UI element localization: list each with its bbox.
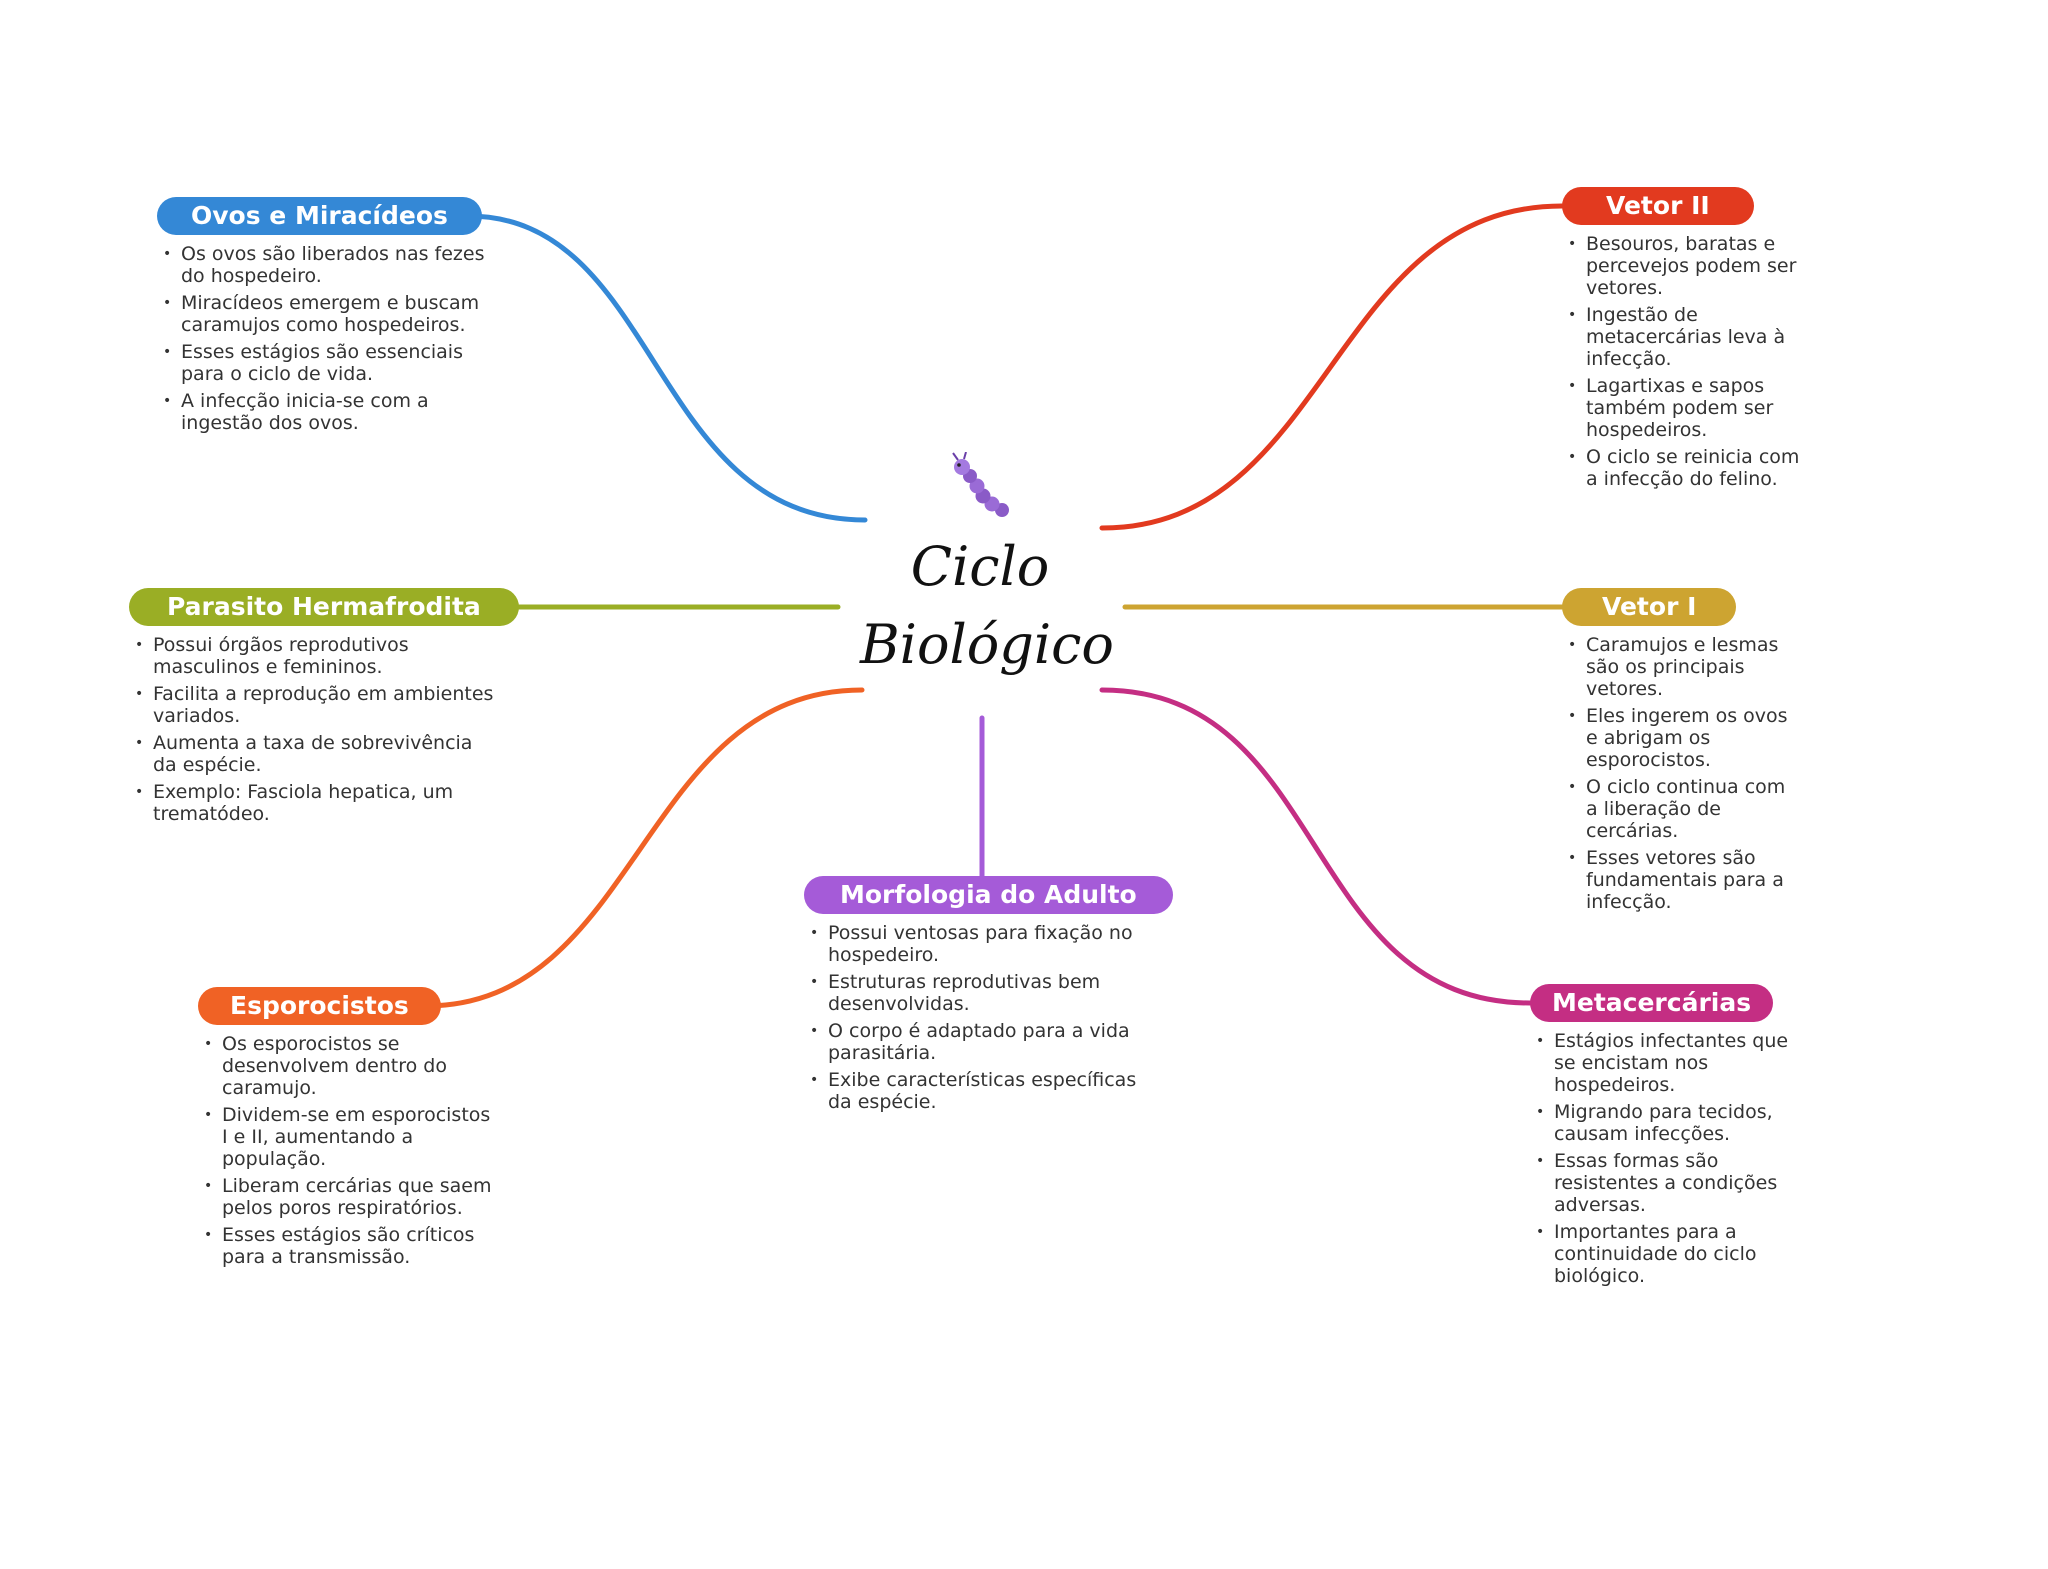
connector-vetor2 <box>1099 203 1565 531</box>
central-title-line1: Ciclo <box>910 535 1050 598</box>
branch-title-parasito[interactable]: Parasito Hermafrodita <box>129 588 519 626</box>
branch-title-vetor1[interactable]: Vetor I <box>1562 588 1737 626</box>
list-item: Besouros, baratas e percevejos podem ser… <box>1562 233 1812 299</box>
central-topic: Ciclo Biológico <box>860 452 1114 700</box>
list-item: Caramujos e lesmas são os principais vet… <box>1562 634 1802 700</box>
list-item: O ciclo se reinicia com a infecção do fe… <box>1562 446 1812 490</box>
branch-vetor2: Vetor II Besouros, baratas e percevejos … <box>1562 187 1812 495</box>
item-list-vetor2: Besouros, baratas e percevejos podem ser… <box>1562 233 1812 490</box>
list-item: Os ovos são liberados nas fezes do hospe… <box>157 243 497 287</box>
list-item: Dividem-se em esporocistos I e II, aumen… <box>198 1104 498 1170</box>
caterpillar-icon <box>952 452 1009 517</box>
item-list-metacercarias: Estágios infectantes que se encistam nos… <box>1530 1030 1800 1287</box>
list-item: Estruturas reprodutivas bem desenvolvida… <box>804 971 1144 1015</box>
list-item: Facilita a reprodução em ambientes varia… <box>129 683 499 727</box>
list-item: Lagartixas e sapos também podem ser hosp… <box>1562 375 1812 441</box>
branch-esporocistos: Esporocistos Os esporocistos se desenvol… <box>198 987 498 1273</box>
list-item: Miracídeos emergem e buscam caramujos co… <box>157 292 497 336</box>
list-item: A infecção inicia-se com a ingestão dos … <box>157 390 497 434</box>
branch-title-ovos[interactable]: Ovos e Miracídeos <box>157 197 482 235</box>
item-list-ovos: Os ovos são liberados nas fezes do hospe… <box>157 243 497 434</box>
connector-metacercarias <box>1099 687 1533 1006</box>
branch-metacercarias: Metacercárias Estágios infectantes que s… <box>1530 984 1800 1292</box>
list-item: Esses estágios são críticos para a trans… <box>198 1224 498 1268</box>
branch-vetor1: Vetor I Caramujos e lesmas são os princi… <box>1562 588 1802 918</box>
list-item: Migrando para tecidos, causam infecções. <box>1530 1101 1800 1145</box>
list-item: Aumenta a taxa de sobrevivência da espéc… <box>129 732 499 776</box>
item-list-vetor1: Caramujos e lesmas são os principais vet… <box>1562 634 1802 913</box>
item-list-esporocistos: Os esporocistos se desenvolvem dentro do… <box>198 1033 498 1268</box>
list-item: Importantes para a continuidade do ciclo… <box>1530 1221 1800 1287</box>
central-title-line2: Biológico <box>860 613 1114 676</box>
list-item: Estágios infectantes que se encistam nos… <box>1530 1030 1800 1096</box>
list-item: Exibe características específicas da esp… <box>804 1069 1144 1113</box>
connector-esporocistos <box>422 687 865 1009</box>
connector-ovos <box>465 213 868 523</box>
list-item: Possui ventosas para fixação no hospedei… <box>804 922 1144 966</box>
list-item: Esses estágios são essenciais para o cic… <box>157 341 497 385</box>
list-item: Os esporocistos se desenvolvem dentro do… <box>198 1033 498 1099</box>
branch-title-esporocistos[interactable]: Esporocistos <box>198 987 441 1025</box>
list-item: O ciclo continua com a liberação de cerc… <box>1562 776 1802 842</box>
list-item: Exemplo: Fasciola hepatica, um trematóde… <box>129 781 499 825</box>
branch-morfologia: Morfologia do Adulto Possui ventosas par… <box>804 876 1173 1118</box>
branch-title-morfologia[interactable]: Morfologia do Adulto <box>804 876 1173 914</box>
branch-ovos: Ovos e Miracídeos Os ovos são liberados … <box>157 197 497 439</box>
item-list-parasito: Possui órgãos reprodutivos masculinos e … <box>129 634 499 825</box>
item-list-morfologia: Possui ventosas para fixação no hospedei… <box>804 922 1144 1113</box>
list-item: Essas formas são resistentes a condições… <box>1530 1150 1800 1216</box>
list-item: Possui órgãos reprodutivos masculinos e … <box>129 634 499 678</box>
list-item: Ingestão de metacercárias leva à infecçã… <box>1562 304 1812 370</box>
list-item: O corpo é adaptado para a vida parasitár… <box>804 1020 1144 1064</box>
list-item: Liberam cercárias que saem pelos poros r… <box>198 1175 498 1219</box>
branch-title-metacercarias[interactable]: Metacercárias <box>1530 984 1774 1022</box>
branch-parasito: Parasito Hermafrodita Possui órgãos repr… <box>129 588 519 830</box>
list-item: Eles ingerem os ovos e abrigam os esporo… <box>1562 705 1802 771</box>
branch-title-vetor2[interactable]: Vetor II <box>1562 187 1754 225</box>
list-item: Esses vetores são fundamentais para a in… <box>1562 847 1802 913</box>
